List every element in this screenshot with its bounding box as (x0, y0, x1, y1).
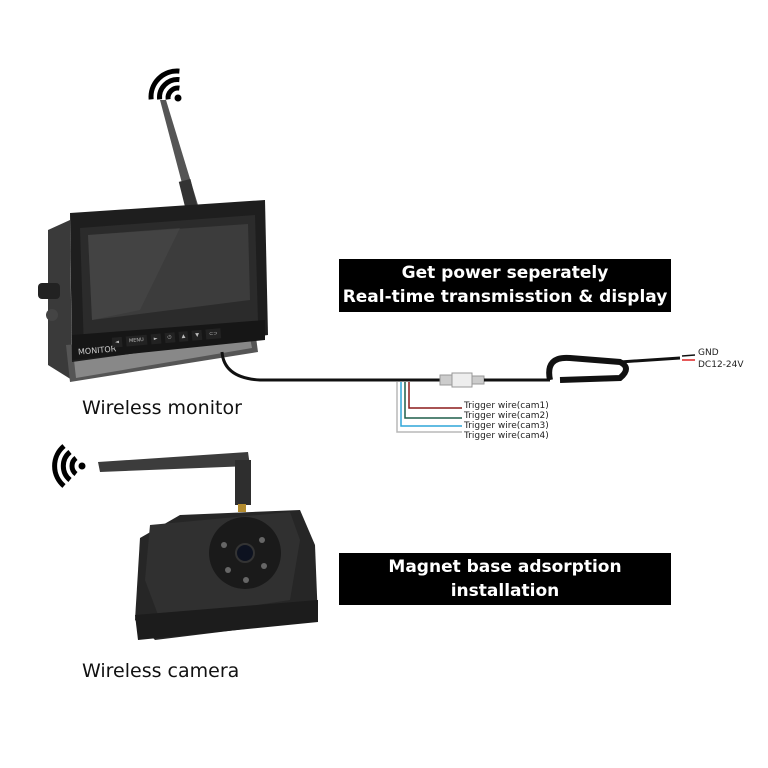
monitor-button-down[interactable]: ▼ (191, 329, 203, 341)
camera-label: Wireless camera (82, 660, 240, 682)
gnd-label: GND (698, 348, 719, 358)
trigger-wire-cam4-label: Trigger wire(cam4) (464, 431, 549, 441)
power-banner-line2: Real-time transmisstion & display (342, 287, 668, 307)
trigger-wires (396, 382, 462, 433)
wifi-signal-icon (52, 444, 86, 488)
camera-banner: Magnet base adsorption installation Batt… (339, 553, 671, 625)
trigger-wire-cam2-label: Trigger wire(cam2) (464, 411, 549, 421)
trigger-wire-cam1-label: Trigger wire(cam1) (464, 401, 549, 411)
monitor-button-mode[interactable]: ⊂⊃ (205, 328, 221, 340)
wireless-monitor (38, 200, 268, 382)
wireless-camera (98, 452, 318, 640)
camera-banner-line1: Magnet base adsorption installation (388, 557, 622, 601)
monitor-antenna (160, 100, 198, 210)
monitor-label: Wireless monitor (82, 397, 242, 419)
power-banner: Get power seperately Real-time transmiss… (339, 259, 671, 312)
monitor-button-right[interactable]: ► (150, 333, 162, 345)
monitor-button-up[interactable]: ▲ (178, 331, 189, 342)
monitor-button-power[interactable]: ⏻ (164, 332, 175, 344)
trigger-wire-cam3-label: Trigger wire(cam3) (464, 421, 549, 431)
monitor-button-menu[interactable]: MENU (125, 334, 148, 347)
camera-banner-line2: Battery Charging (422, 605, 588, 625)
dc-voltage-label: DC12-24V (698, 360, 744, 370)
monitor-button-left[interactable]: ◄ (111, 336, 123, 348)
power-cable (220, 351, 696, 388)
power-banner-line1: Get power seperately (401, 263, 609, 283)
wifi-signal-icon (148, 68, 182, 102)
